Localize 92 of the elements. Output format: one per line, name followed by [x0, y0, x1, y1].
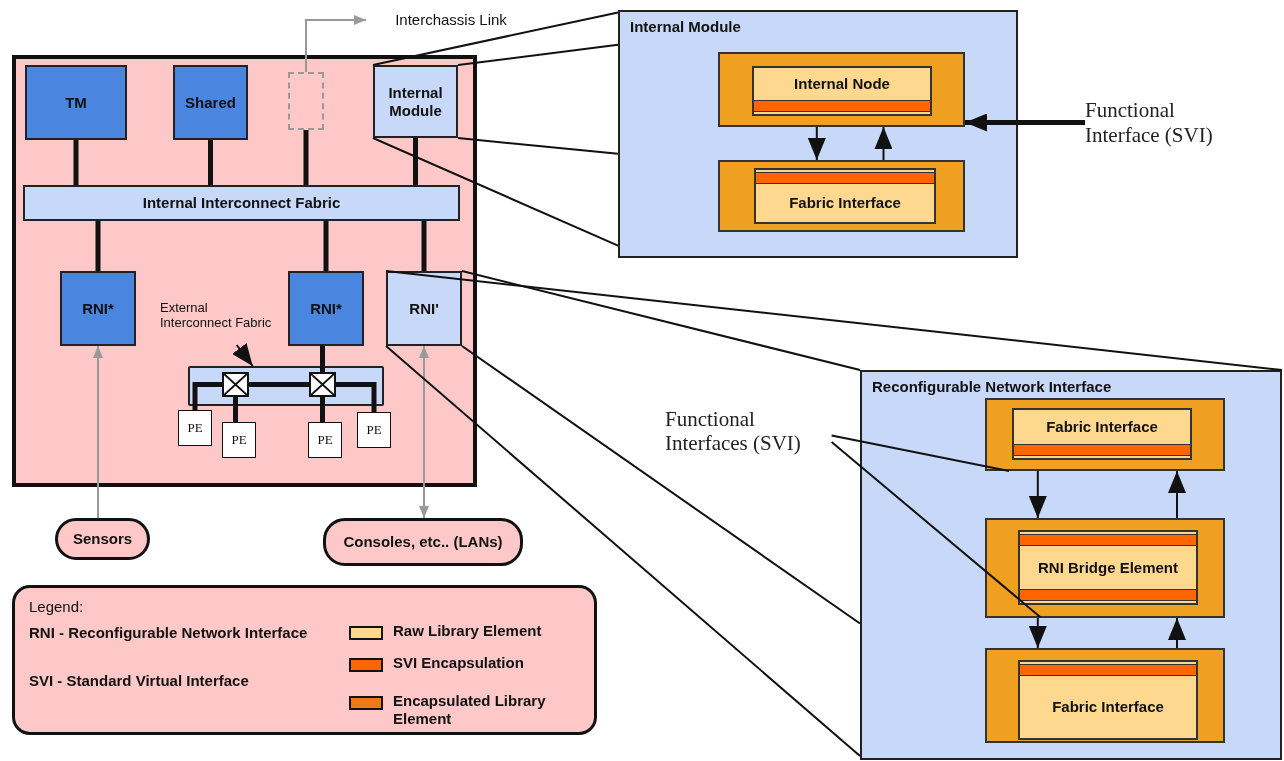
- encapsulation-box: [985, 518, 1225, 618]
- box-label: Internal Node: [794, 75, 890, 93]
- box-label: Sensors: [72, 530, 133, 548]
- interface-box: [288, 271, 364, 346]
- box-label: Fabric Interface: [789, 194, 901, 212]
- connector-line: [457, 137, 619, 155]
- pe-box: [308, 422, 342, 458]
- connector-line: [461, 270, 861, 371]
- encapsulation-box: [985, 398, 1225, 471]
- legend-text: Raw Library Element: [393, 622, 543, 640]
- annotation-text: Functional Interface (SVI): [1085, 98, 1214, 147]
- library-element-box: [754, 168, 936, 224]
- arrow: [1028, 617, 1047, 649]
- connector-line: [323, 221, 329, 271]
- connector-line: [320, 346, 325, 372]
- arrow: [1168, 470, 1186, 519]
- box-label: RNI*: [82, 299, 114, 318]
- arrow: [807, 126, 826, 161]
- arrow: [874, 126, 893, 161]
- switch-box: [309, 372, 336, 397]
- legend-text: Encapsulated Library Element: [393, 692, 547, 728]
- box-label: PE: [231, 432, 247, 448]
- connector-line: [385, 345, 861, 758]
- connector-line: [830, 434, 1010, 472]
- legend-text: SVI - Standard Virtual Interface: [29, 672, 250, 690]
- connector-line: [249, 382, 309, 387]
- connector-line: [413, 138, 418, 185]
- arrow: [1168, 617, 1186, 649]
- connector-line: [336, 382, 377, 412]
- box-label: Reconfigurable Network Interface: [872, 378, 1112, 396]
- library-element-box: [1018, 660, 1198, 740]
- arrow: [305, 15, 367, 73]
- switch-box: [222, 372, 249, 397]
- annotation-text: Interchassis Link: [395, 11, 507, 29]
- pe-box: [178, 410, 212, 446]
- box-label: RNI': [409, 299, 439, 318]
- connector-line: [372, 137, 619, 247]
- connector-line: [385, 270, 1283, 371]
- pe-box: [357, 412, 391, 448]
- box-label: Fabric Interface: [1052, 698, 1164, 716]
- arrow: [93, 345, 103, 519]
- legend-text: SVI Encapsulation: [393, 654, 525, 672]
- connector-line: [73, 140, 79, 185]
- box-label: Internal Module: [387, 84, 444, 119]
- arrow: [419, 345, 429, 519]
- placeholder-module-box: [288, 72, 324, 130]
- connector-line: [457, 43, 619, 66]
- box-label: PE: [366, 422, 382, 438]
- connector-line: [830, 441, 1042, 618]
- fabric-bar: [23, 185, 460, 221]
- box-label: PE: [187, 420, 203, 436]
- connector-line: [303, 130, 309, 185]
- connector-line: [421, 221, 427, 271]
- interface-box: [386, 271, 462, 346]
- arrow: [232, 343, 254, 367]
- connector-line: [95, 221, 101, 271]
- box-label: Internal Module: [630, 18, 741, 36]
- encapsulation-box: [718, 160, 965, 232]
- module-box: [373, 65, 458, 138]
- box-label: Shared: [185, 93, 236, 112]
- connector-line: [192, 382, 222, 410]
- library-element-box: [1018, 530, 1198, 605]
- box-label: TM: [65, 93, 87, 112]
- encapsulation-box: [718, 52, 965, 127]
- terminal-pill: [323, 518, 523, 566]
- pe-box: [222, 422, 256, 458]
- legend-text: RNI - Reconfigurable Network Interface: [29, 624, 309, 642]
- arrow: [1028, 470, 1047, 519]
- module-box: [25, 65, 127, 140]
- box-label: Fabric Interface: [1046, 418, 1158, 436]
- box-label: RNI*: [310, 299, 342, 318]
- connector-line: [372, 11, 619, 66]
- box-label: Consoles, etc.. (LANs): [343, 533, 503, 551]
- interface-box: [60, 271, 136, 346]
- library-element-box: [752, 66, 932, 116]
- connector-line: [233, 397, 238, 422]
- connector-line: [320, 397, 325, 422]
- arrow: [965, 113, 1085, 132]
- encapsulation-box: [985, 648, 1225, 743]
- connector-line: [208, 140, 213, 185]
- box-label: PE: [317, 432, 333, 448]
- box-label: Internal Interconnect Fabric: [142, 194, 341, 212]
- terminal-pill: [55, 518, 150, 560]
- library-element-box: [1012, 408, 1192, 460]
- annotation-text: External Interconnect Fabric: [160, 301, 273, 331]
- module-box: [173, 65, 248, 140]
- zoom-panel: [860, 370, 1282, 760]
- annotation-text: Functional Interfaces (SVI): [665, 406, 802, 456]
- box-label: RNI Bridge Element: [1038, 558, 1178, 577]
- chassis-box: [12, 55, 477, 487]
- legend-text: Legend:: [29, 598, 85, 616]
- zoom-panel: [618, 10, 1018, 258]
